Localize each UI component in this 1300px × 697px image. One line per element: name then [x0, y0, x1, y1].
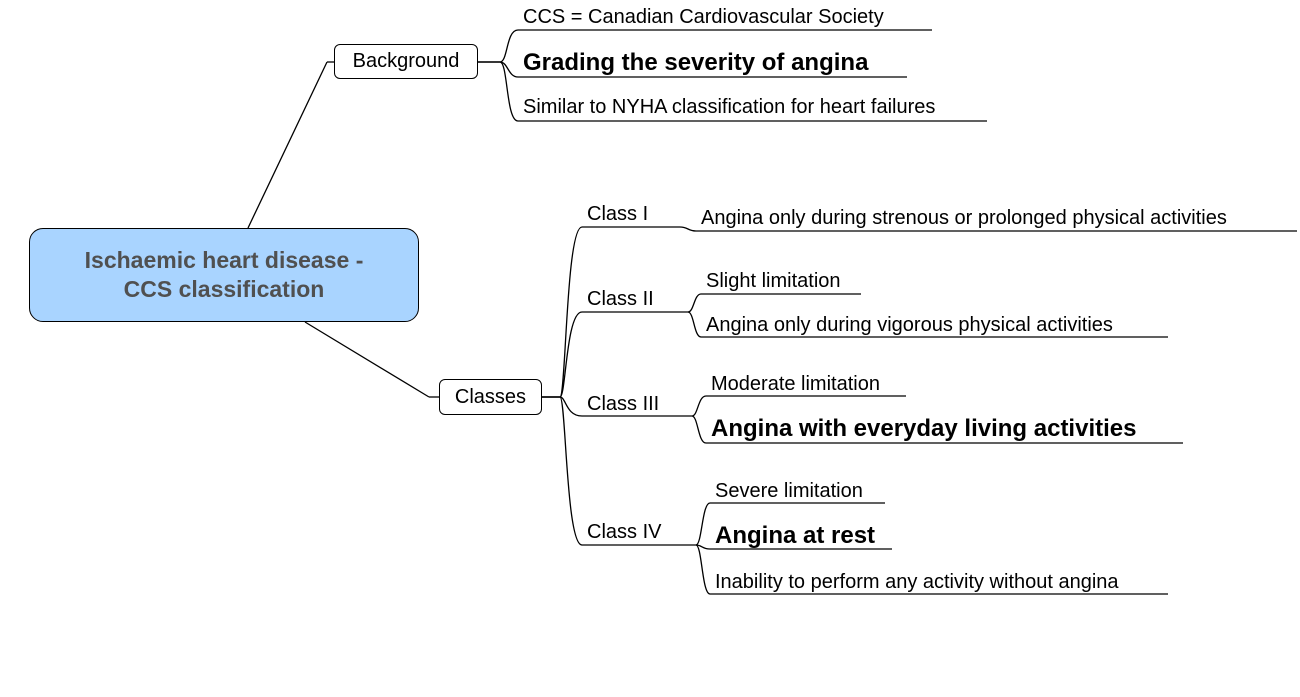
class2-item-slight: Slight limitation: [706, 270, 841, 292]
connector-class2-slight: [687, 293, 861, 313]
class3-label: Class III: [587, 393, 660, 415]
class2-item-vigorous: Angina only during vigorous physical act…: [706, 314, 1113, 336]
connector-class4-severe: [695, 502, 885, 546]
connector-class3-moderate: [691, 395, 906, 417]
class4-item-severe: Severe limitation: [715, 480, 863, 502]
connector-class4-rest: [695, 544, 892, 550]
class2-label: Class II: [587, 288, 654, 310]
connector-root-classes: [304, 321, 430, 398]
background-item-nyha: Similar to NYHA classification for heart…: [523, 96, 936, 118]
connector-background-nyha: [478, 61, 987, 122]
class1-label: Class I: [587, 203, 649, 225]
connector-root-background: [247, 61, 328, 229]
background-item-ccs: CCS = Canadian Cardiovascular Society: [523, 6, 884, 28]
class4-label: Class IV: [587, 521, 662, 543]
class4-item-inability: Inability to perform any activity withou…: [715, 571, 1119, 593]
classes-node[interactable]: Classes: [439, 379, 542, 415]
classes-label: Classes: [454, 385, 527, 408]
connector-classes-class4: [542, 396, 696, 546]
connector-class3-everyday: [691, 415, 1183, 444]
class3-item-moderate: Moderate limitation: [711, 373, 880, 395]
class3-item-everyday: Angina with everyday living activities: [711, 415, 1137, 442]
root-title-line1: Ischaemic heart disease -: [84, 247, 364, 273]
connector-classes-class2: [542, 311, 688, 398]
connector-class1-item: [679, 226, 1297, 232]
background-item-grading: Grading the severity of angina: [523, 49, 869, 76]
background-label: Background: [352, 50, 460, 72]
connector-class2-vigorous: [687, 311, 1168, 338]
root-title-line2: CCS classification: [123, 276, 325, 302]
root-node[interactable]: Ischaemic heart disease - CCS classifica…: [29, 228, 419, 322]
class1-item-strenous: Angina only during strenous or prolonged…: [701, 207, 1227, 229]
class4-item-rest: Angina at rest: [715, 522, 876, 549]
connector-class4-inability: [695, 544, 1168, 595]
background-node[interactable]: Background: [334, 44, 478, 79]
